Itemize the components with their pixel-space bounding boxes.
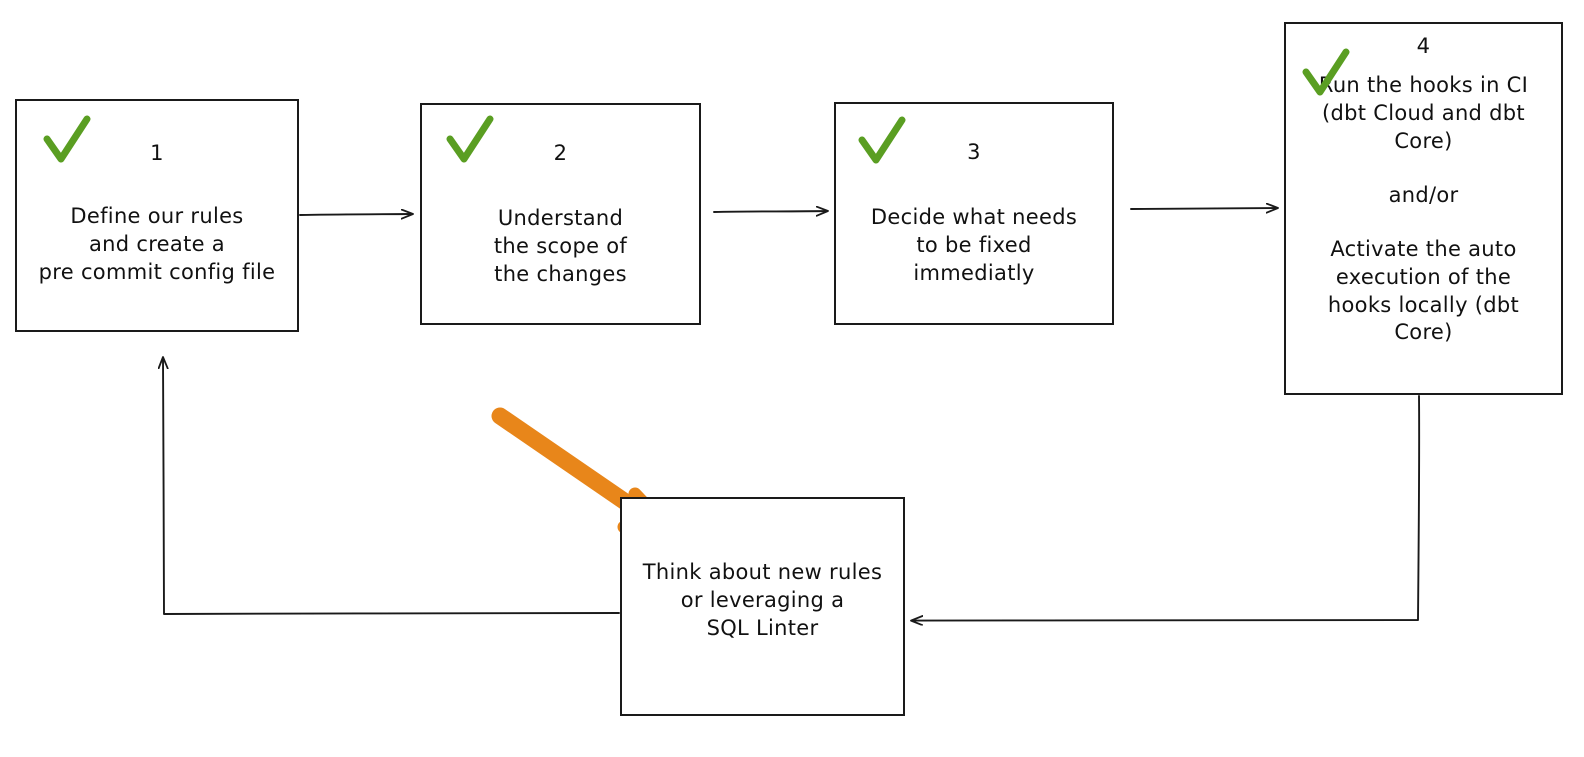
- flow-node-2[interactable]: 2 Understand the scope of the changes: [420, 103, 701, 325]
- node-5-text: Think about new rules or leveraging a SQ…: [642, 560, 883, 640]
- arrow-4-to-5: [912, 395, 1421, 621]
- green-check-icon: [446, 115, 494, 163]
- arrow-2-to-3: [713, 211, 827, 212]
- flow-node-3[interactable]: 3 Decide what needs to be fixed immediat…: [834, 102, 1114, 325]
- node-1-number: 1: [150, 141, 164, 165]
- arrow-1-to-2: [299, 214, 412, 215]
- node-4-number: 4: [1416, 34, 1431, 58]
- flow-node-4[interactable]: 4 Run the hooks in CI (dbt Cloud and dbt…: [1284, 22, 1563, 395]
- arrow-5-to-1: [163, 358, 620, 615]
- node-2-text: Understand the scope of the changes: [493, 206, 628, 286]
- flow-node-5[interactable]: Think about new rules or leveraging a SQ…: [620, 497, 905, 716]
- node-4-text: Run the hooks in CI (dbt Cloud and dbt C…: [1318, 73, 1529, 153]
- node-3-number: 3: [967, 140, 981, 164]
- node-4-text-alt: Activate the auto execution of the hooks…: [1327, 236, 1520, 345]
- green-check-icon: [43, 115, 91, 163]
- green-check-icon: [1302, 48, 1350, 96]
- flow-node-1[interactable]: 1 Define our rules and create a pre comm…: [15, 99, 299, 332]
- node-2-number: 2: [553, 141, 568, 165]
- node-4-text-connector: and/or: [1388, 182, 1459, 207]
- node-1-text: Define our rules and create a pre commit…: [38, 204, 276, 284]
- arrow-3-to-4: [1130, 208, 1277, 209]
- node-3-text: Decide what needs to be fixed immediatly: [870, 205, 1078, 285]
- green-check-icon: [858, 116, 906, 164]
